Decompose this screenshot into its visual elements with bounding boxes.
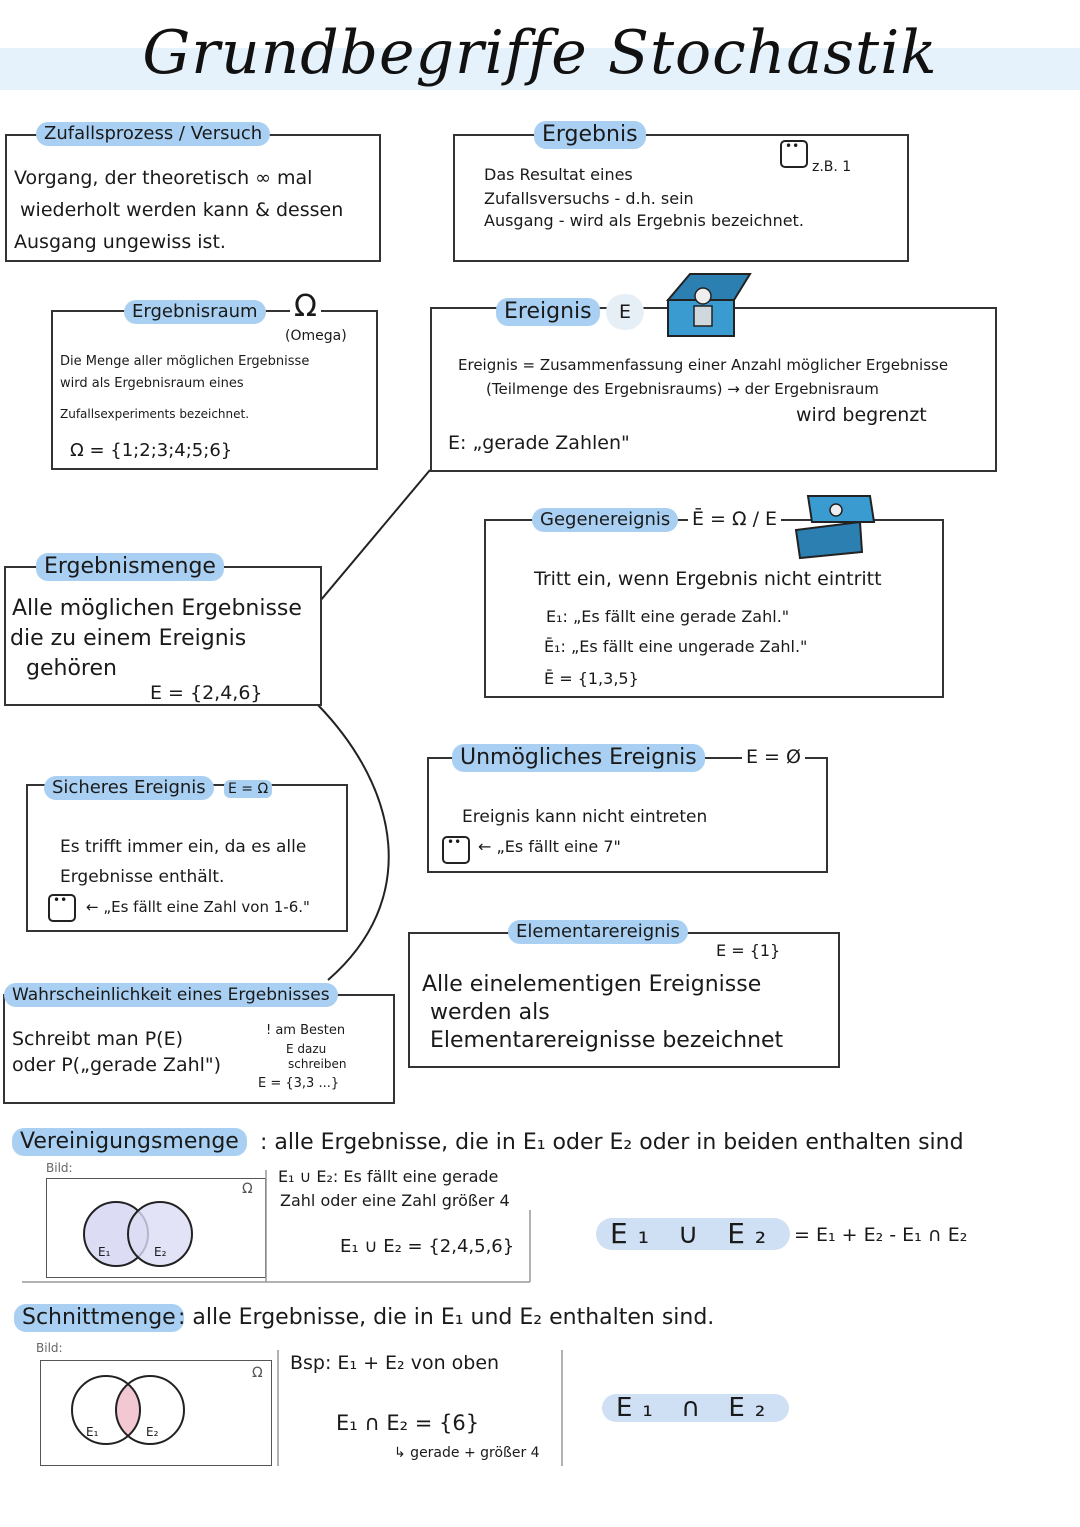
schnitt-label: Schnittmenge — [14, 1304, 184, 1332]
elementar-line-2: werden als — [430, 1000, 550, 1025]
dice-icon — [442, 835, 470, 864]
sicher-line-2: Ergebnisse enthält. — [60, 867, 225, 887]
unmoeglich-label: Unmögliches Ereignis — [452, 744, 705, 772]
vereinigung-label: Vereinigungsmenge — [12, 1128, 247, 1156]
vereinigung-e1: E₁ — [98, 1245, 111, 1259]
schnitt-note: ↳ gerade + größer 4 — [394, 1445, 540, 1461]
wahrscheinlichkeit-line-1: Schreibt man P(E) — [12, 1028, 183, 1050]
gegenereignis-e1: E₁: „Es fällt eine gerade Zahl." — [546, 607, 790, 626]
sicher-box — [26, 784, 348, 932]
elementar-line-3: Elementarereignisse bezeichnet — [430, 1028, 784, 1053]
zufallsprozess-label: Zufallsprozess / Versuch — [36, 122, 271, 146]
dice-icon — [780, 139, 808, 168]
wahrscheinlichkeit-note-1: ! am Besten — [266, 1023, 346, 1038]
schnitt-example: Bsp: E₁ + E₂ von oben — [290, 1352, 500, 1374]
schnitt-desc: : alle Ergebnisse, die in E₁ und E₂ enth… — [178, 1305, 715, 1330]
vereinigung-example-1: E₁ ∪ E₂: Es fällt eine gerade — [278, 1167, 499, 1186]
page-title: Grundbegriffe Stochastik — [142, 18, 938, 88]
ergebnis-box — [453, 134, 909, 262]
zufallsprozess-line-1: Vorgang, der theoretisch ∞ mal — [14, 167, 313, 189]
schnitt-omega: Ω — [252, 1365, 263, 1381]
dice-icon — [48, 893, 76, 922]
curve-connector — [317, 704, 390, 981]
unmoeglich-line-1: Ereignis kann nicht eintreten — [462, 807, 708, 827]
title-band — [0, 48, 1080, 90]
omega-note: (Omega) — [285, 328, 347, 344]
gegenereignis-formula: Ē = Ω / E — [688, 506, 782, 532]
schnitt-set: E₁ ∩ E₂ = {6} — [336, 1411, 480, 1435]
ergebnis-line-2: Zufallsversuchs - d.h. sein — [484, 189, 694, 208]
wahrscheinlichkeit-box — [3, 994, 395, 1104]
wahrscheinlichkeit-note-2: E dazu — [286, 1042, 327, 1056]
schnitt-e1: E₁ — [86, 1425, 99, 1439]
ergebnismenge-line-3: gehören — [26, 656, 117, 681]
wahrscheinlichkeit-note-3: schreiben — [288, 1057, 347, 1071]
vereinigung-formula: = E₁ + E₂ - E₁ ∩ E₂ — [794, 1224, 968, 1246]
ereignis-symbol: E — [606, 294, 644, 330]
zufallsprozess-line-3: Ausgang ungewiss ist. — [14, 231, 226, 253]
ereignis-example: E: „gerade Zahlen" — [448, 432, 630, 454]
elementar-formula: E = {1} — [716, 941, 781, 960]
ergebnismenge-formula: E = {2,4,6} — [150, 682, 263, 704]
sicher-example: ← „Es fällt eine Zahl von 1-6." — [86, 898, 310, 916]
schnitt-pill: E₁ ∩ E₂ — [602, 1394, 790, 1422]
zufallsprozess-box — [5, 134, 381, 262]
schnitt-venn-diagram — [40, 1360, 272, 1466]
ergebnis-line-3: Ausgang - wird als Ergebnis bezeichnet. — [484, 211, 804, 230]
gegenereignis-label: Gegenereignis — [532, 508, 679, 532]
gegenereignis-box — [484, 519, 944, 698]
sicher-label: Sicheres Ereignis — [44, 776, 214, 800]
gegenereignis-set: Ē = {1,3,5} — [544, 669, 639, 688]
vereinigung-example-2: Zahl oder eine Zahl größer 4 — [280, 1191, 510, 1210]
omega-symbol: Ω — [290, 292, 321, 322]
vereinigung-e2: E₂ — [154, 1245, 167, 1259]
elementar-box — [408, 932, 840, 1068]
ergebnis-line-1: Das Resultat eines — [484, 165, 633, 184]
ergebnismenge-box — [4, 566, 322, 706]
ergebnisraum-line-1: Die Menge aller möglichen Ergebnisse — [60, 354, 310, 369]
schnitt-e2: E₂ — [146, 1425, 159, 1439]
ergebnismenge-line-2: die zu einem Ereignis — [10, 626, 247, 651]
ergebnisraum-line-2: wird als Ergebnisraum eines — [60, 376, 244, 391]
ereignis-line-3: wird begrenzt — [796, 404, 927, 426]
ergebnismenge-label: Ergebnismenge — [36, 553, 224, 581]
ergebnisraum-label: Ergebnisraum — [124, 300, 266, 324]
vereinigung-desc: : alle Ergebnisse, die in E₁ oder E₂ ode… — [260, 1130, 964, 1155]
ergebnis-example: z.B. 1 — [812, 159, 852, 175]
vereinigung-set: E₁ ∪ E₂ = {2,4,5,6} — [340, 1236, 515, 1257]
ergebnisraum-line-3: Zufallsexperiments bezeichnet. — [60, 407, 250, 421]
wahrscheinlichkeit-label: Wahrscheinlichkeit eines Ergebnisses — [4, 983, 338, 1007]
gegenereignis-line-1: Tritt ein, wenn Ergebnis nicht eintritt — [534, 568, 882, 590]
ergebnisraum-formula: Ω = {1;2;3;4;5;6} — [70, 440, 233, 461]
ereignis-line-1: Ereignis = Zusammenfassung einer Anzahl … — [458, 356, 949, 374]
wahrscheinlichkeit-note-4: E = {3,3 ...} — [258, 1076, 340, 1091]
schnitt-bild-label: Bild: — [36, 1341, 63, 1355]
unmoeglich-formula: E = Ø — [742, 744, 805, 770]
ergebnisraum-box — [51, 310, 378, 470]
elementar-line-1: Alle einelementigen Ereignisse — [422, 972, 762, 997]
gegenereignis-e1bar: Ē₁: „Es fällt eine ungerade Zahl." — [544, 637, 808, 656]
vereinigung-pill: E₁ ∪ E₂ — [596, 1218, 791, 1250]
sicher-line-1: Es trifft immer ein, da es alle — [60, 837, 307, 857]
wahrscheinlichkeit-line-2: oder P(„gerade Zahl") — [12, 1054, 222, 1076]
unmoeglich-example: ← „Es fällt eine 7" — [478, 837, 621, 856]
ergebnismenge-line-1: Alle möglichen Ergebnisse — [12, 596, 302, 621]
ereignis-line-2: (Teilmenge des Ergebnisraums) → der Erge… — [486, 380, 879, 398]
ereignis-label: Ereignis — [496, 298, 600, 326]
vereinigung-omega: Ω — [242, 1181, 253, 1197]
ergebnis-label: Ergebnis — [534, 121, 646, 149]
sicher-formula: E = Ω — [224, 780, 273, 798]
zufallsprozess-line-2: wiederholt werden kann & dessen — [20, 199, 344, 221]
vereinigung-bild-label: Bild: — [46, 1161, 73, 1175]
elementar-label: Elementarereignis — [508, 920, 688, 944]
